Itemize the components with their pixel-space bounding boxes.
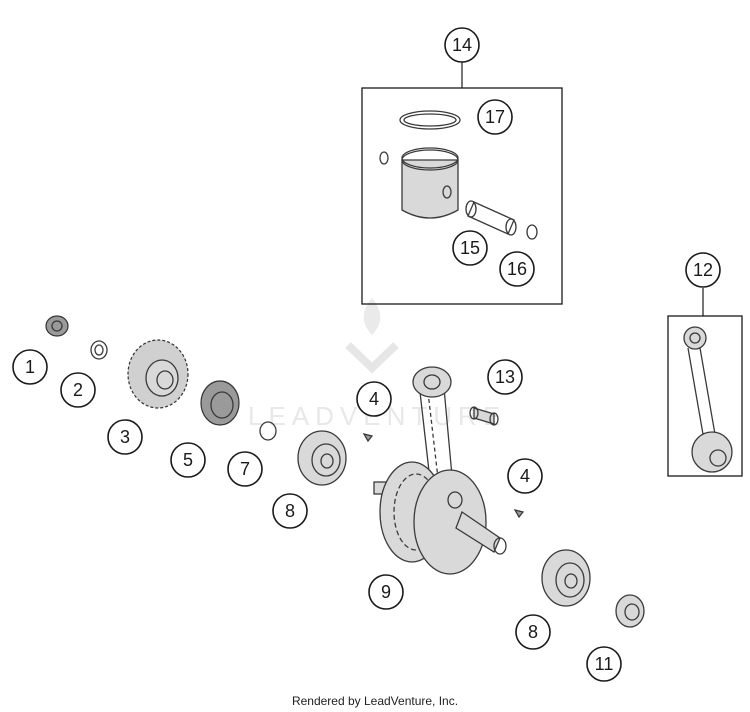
primary-gear: [127, 339, 189, 409]
svg-text:11: 11: [595, 654, 614, 674]
main-bearing-left: [297, 430, 347, 486]
svg-text:5: 5: [183, 450, 193, 470]
svg-text:2: 2: [73, 380, 83, 400]
callout-5[interactable]: 5: [170, 442, 206, 478]
callout-1[interactable]: 1: [12, 349, 48, 385]
callout-13[interactable]: 13: [487, 359, 523, 395]
callout-12[interactable]: 12: [685, 252, 721, 288]
callout-7[interactable]: 7: [227, 451, 263, 487]
nut: [45, 315, 69, 337]
callout-3[interactable]: 3: [107, 419, 143, 455]
svg-text:9: 9: [381, 582, 391, 602]
svg-text:17: 17: [485, 107, 505, 127]
svg-text:15: 15: [460, 238, 480, 258]
connecting-rod-spare: [683, 326, 733, 473]
conrod-box: [667, 315, 743, 477]
piston-pin: [465, 200, 517, 236]
callout-4-right[interactable]: 4: [507, 458, 543, 494]
shaft-seal: [200, 380, 240, 426]
woodruff-key-left: [362, 433, 374, 443]
callout-9[interactable]: 9: [368, 574, 404, 610]
spacer-ring: [259, 421, 277, 441]
woodruff-key-right: [513, 509, 525, 519]
callout-4-left[interactable]: 4: [356, 381, 392, 417]
svg-text:13: 13: [495, 367, 515, 387]
svg-text:14: 14: [452, 35, 472, 55]
svg-text:12: 12: [693, 260, 713, 280]
circlip-left: [379, 151, 389, 165]
callout-11[interactable]: 11: [586, 646, 622, 682]
callout-2[interactable]: 2: [60, 372, 96, 408]
callout-8-left[interactable]: 8: [272, 493, 308, 529]
svg-text:4: 4: [369, 389, 379, 409]
svg-text:4: 4: [520, 466, 530, 486]
crankshaft-assembly: [373, 366, 507, 575]
small-bearing: [615, 594, 645, 628]
svg-text:7: 7: [240, 459, 250, 479]
callout-16[interactable]: 16: [499, 251, 535, 287]
washer: [90, 340, 108, 360]
callout-8-right[interactable]: 8: [515, 614, 551, 650]
piston-ring: [399, 110, 461, 130]
callout-15[interactable]: 15: [452, 230, 488, 266]
needle-bearing: [469, 406, 499, 426]
svg-text:8: 8: [528, 622, 538, 642]
svg-text:1: 1: [25, 357, 35, 377]
footer-credit: Rendered by LeadVenture, Inc.: [291, 694, 459, 708]
svg-text:8: 8: [285, 501, 295, 521]
circlip-right: [526, 224, 538, 240]
main-bearing-right: [541, 549, 591, 607]
svg-text:16: 16: [507, 259, 527, 279]
callout-17[interactable]: 17: [477, 99, 513, 135]
callout-14[interactable]: 14: [444, 27, 480, 63]
piston: [401, 147, 459, 219]
svg-text:3: 3: [120, 427, 130, 447]
